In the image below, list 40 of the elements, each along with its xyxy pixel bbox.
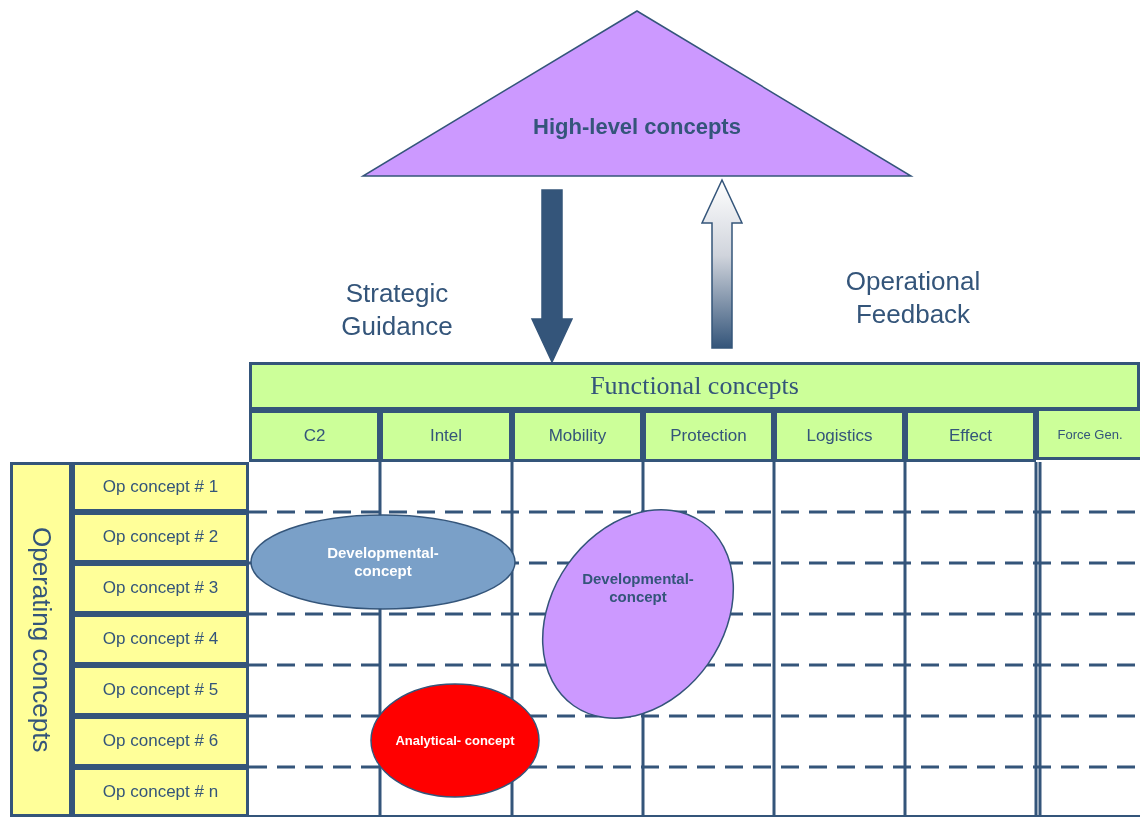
node-label: Developmental- concept [326,544,440,580]
node-label: Op concept # 4 [102,629,219,650]
node-label: Op concept # 6 [102,731,219,752]
node-label: Analytical- concept [394,732,516,749]
column-header [249,410,380,462]
node-label: C2 [303,425,326,447]
column-header [643,410,774,462]
node-label: Operating concepts [25,526,57,753]
column-header [905,410,1036,462]
node-label: Logistics [806,425,873,447]
node-label: Effect [948,425,993,447]
edge-label: Operational Feedback [844,265,982,330]
row-header [72,462,249,512]
node-label: Developmental- concept [581,570,695,606]
node-label: Op concept # n [102,781,219,803]
block-arrow [700,178,744,349]
header-band [249,362,1140,410]
node-label: Mobility [548,425,607,447]
node-label: High-level concepts [533,114,741,141]
node-label: Force Gen. [1057,427,1123,443]
node-label: Protection [670,425,747,447]
row-header [72,716,249,767]
edge-label: Strategic Guidance [340,277,454,342]
block-arrow [530,189,574,364]
column-header [1036,408,1140,460]
node-label: Op concept # 2 [102,527,219,548]
column-header [774,410,905,462]
column-header [512,410,643,462]
node-label: Op concept # 5 [102,680,219,701]
row-header [72,512,249,563]
node-label: Intel [429,425,463,447]
row-header [72,767,249,817]
node-label: Op concept # 1 [102,476,219,498]
column-header [380,410,512,462]
node-label: Functional concepts [590,370,799,402]
node-label: Op concept # 3 [102,578,219,599]
row-band [10,462,72,817]
row-header [72,614,249,665]
row-header [72,665,249,716]
row-header [72,563,249,614]
